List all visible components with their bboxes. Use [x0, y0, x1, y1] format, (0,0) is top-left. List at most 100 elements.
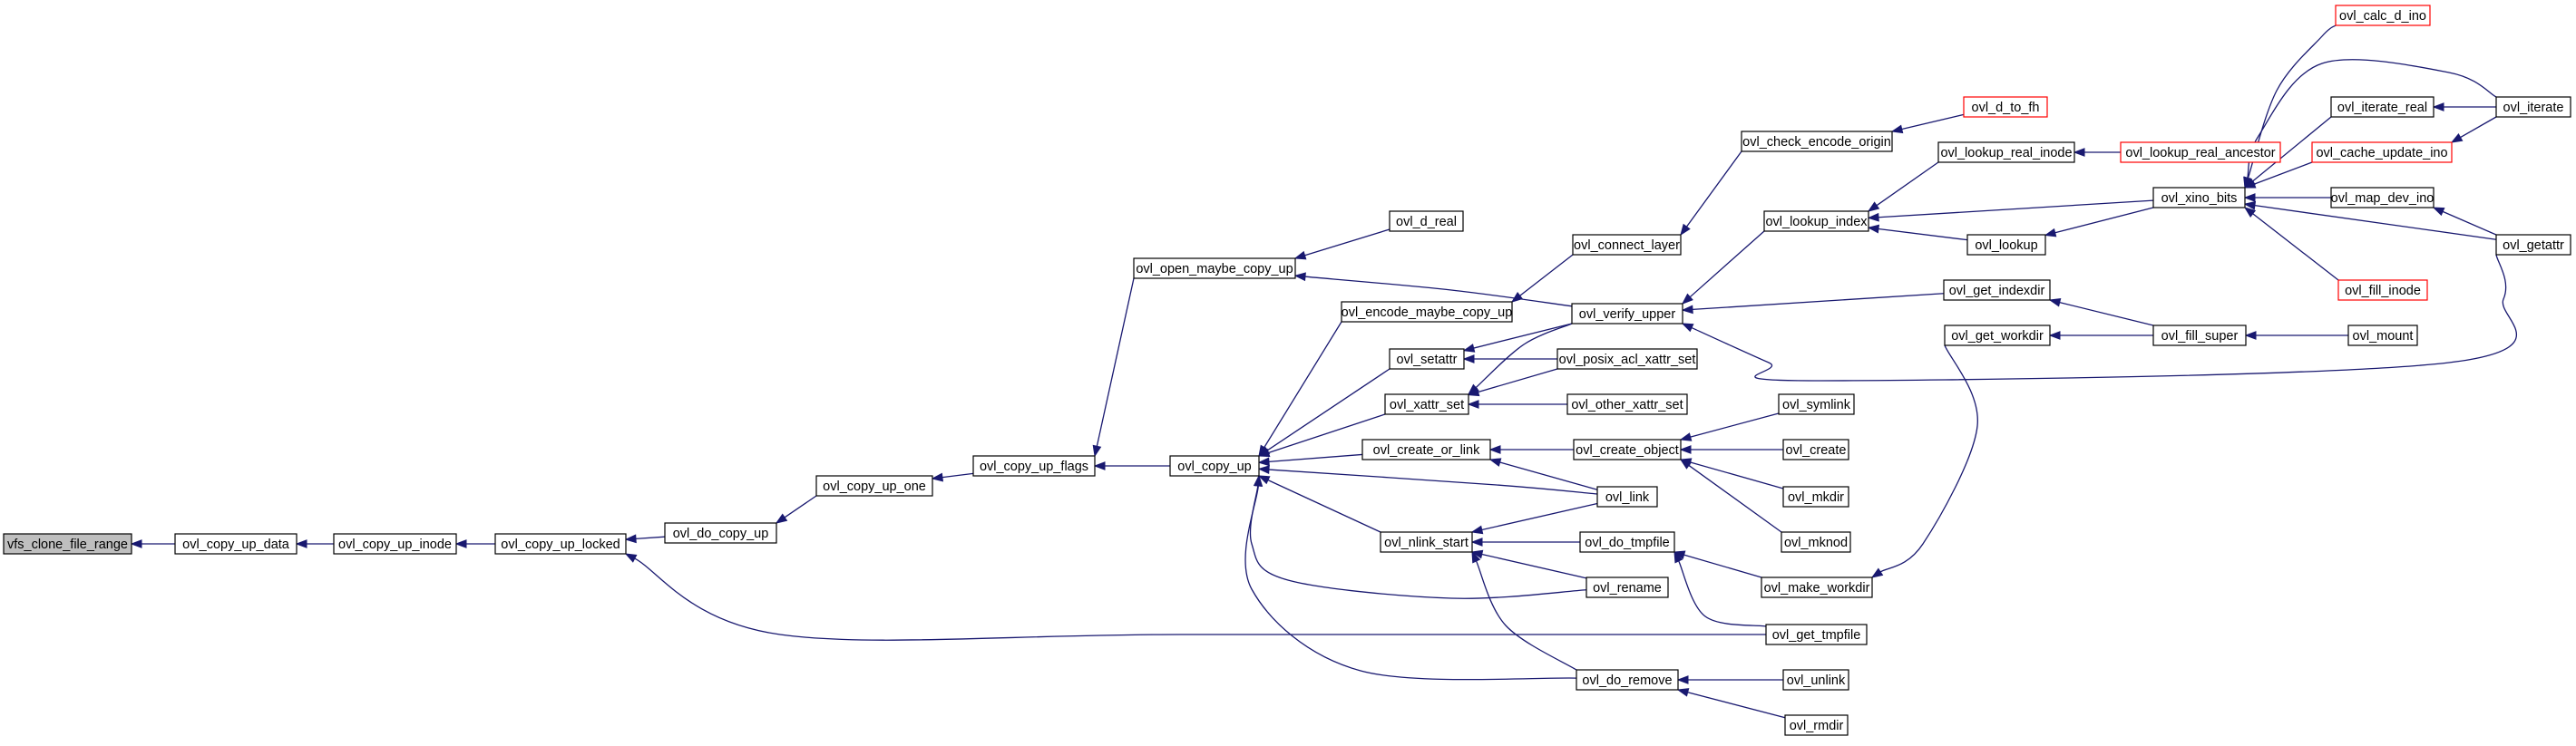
edge-line: [1692, 293, 1945, 311]
graph-node-ovl-iterate-real[interactable]: ovl_iterate_real: [2330, 96, 2435, 118]
graph-node-ovl-do-copy-up[interactable]: ovl_do_copy_up: [664, 522, 777, 544]
node-box: [1572, 234, 1682, 256]
arrowhead-icon: [2244, 331, 2257, 340]
graph-node-ovl-mount[interactable]: ovl_mount: [2347, 325, 2418, 346]
graph-node-ovl-copy-up-inode[interactable]: ovl_copy_up_inode: [333, 533, 457, 555]
call-edge: [1488, 445, 1574, 454]
graph-node-ovl-map-dev-ino[interactable]: ovl_map_dev_ino: [2330, 187, 2435, 208]
edge-line: [1878, 228, 1968, 241]
graph-node-ovl-copy-up-one[interactable]: ovl_copy_up_one: [815, 475, 933, 497]
graph-node-ovl-d-to-fh[interactable]: ovl_d_to_fh: [1963, 96, 2048, 118]
edge-line: [1689, 230, 1765, 298]
graph-node-ovl-fill-inode[interactable]: ovl_fill_inode: [2337, 279, 2428, 301]
graph-node-ovl-open-maybe-copy-up[interactable]: ovl_open_maybe_copy_up: [1133, 257, 1296, 279]
edge-line: [635, 536, 666, 540]
graph-node-ovl-do-remove[interactable]: ovl_do_remove: [1576, 669, 1679, 691]
arrowhead-icon: [454, 539, 467, 548]
graph-node-ovl-symlink[interactable]: ovl_symlink: [1778, 393, 1855, 415]
graph-node-ovl-lookup-index[interactable]: ovl_lookup_index: [1763, 210, 1869, 232]
arrowhead-icon: [2073, 148, 2085, 157]
graph-node-ovl-lookup-real-ancestor[interactable]: ovl_lookup_real_ancestor: [2120, 141, 2281, 163]
graph-node-ovl-lookup-real-inode[interactable]: ovl_lookup_real_inode: [1937, 141, 2075, 163]
arrowhead-icon: [775, 513, 788, 524]
call-edge: [2243, 207, 2339, 281]
node-label: ovl_map_dev_ino: [2331, 191, 2435, 206]
call-edge: [1093, 461, 1170, 470]
edge-line: [1481, 502, 1598, 531]
arrowhead-icon: [1471, 550, 1481, 564]
node-label: ovl_fill_super: [2161, 329, 2239, 344]
graph-node-ovl-get-indexdir[interactable]: ovl_get_indexdir: [1943, 279, 2051, 301]
graph-node-ovl-d-real[interactable]: ovl_d_real: [1389, 210, 1464, 232]
graph-node-ovl-create-or-link[interactable]: ovl_create_or_link: [1361, 439, 1491, 460]
node-box: [1573, 439, 1682, 460]
graph-node-ovl-calc-d-ino[interactable]: ovl_calc_d_ino: [2335, 5, 2431, 26]
edge-line: [1266, 368, 1390, 451]
arrowhead-icon: [1680, 223, 1691, 237]
node-box: [1596, 486, 1658, 508]
edge-line: [2460, 116, 2497, 139]
graph-node-ovl-copy-up[interactable]: ovl_copy_up: [1169, 455, 1260, 477]
graph-node-ovl-copy-up-flags[interactable]: ovl_copy_up_flags: [972, 455, 1096, 477]
node-box: [1761, 576, 1873, 598]
arrowhead-icon: [1676, 675, 1689, 684]
graph-node-vfs-clone-file-range: vfs_clone_file_range: [3, 533, 132, 555]
graph-node-ovl-get-workdir[interactable]: ovl_get_workdir: [1944, 325, 2051, 346]
graph-node-ovl-getattr[interactable]: ovl_getattr: [2495, 234, 2571, 256]
node-label: ovl_cache_update_ino: [2316, 146, 2447, 160]
node-label: ovl_rename: [1593, 581, 1662, 596]
call-edge: [295, 539, 334, 548]
node-box: [3, 533, 132, 555]
graph-node-ovl-create-object[interactable]: ovl_create_object: [1573, 439, 1682, 460]
node-label: ovl_check_encode_origin: [1742, 135, 1891, 150]
graph-node-ovl-xattr-set[interactable]: ovl_xattr_set: [1384, 393, 1469, 415]
node-box: [1389, 348, 1465, 370]
graph-node-ovl-copy-up-locked[interactable]: ovl_copy_up_locked: [494, 533, 627, 555]
graph-node-ovl-connect-layer[interactable]: ovl_connect_layer: [1572, 234, 1682, 256]
node-label: ovl_open_maybe_copy_up: [1136, 262, 1293, 276]
arrowhead-icon: [1470, 538, 1483, 547]
node-label: ovl_get_indexdir: [1949, 284, 2045, 298]
node-label: ovl_lookup_real_ancestor: [2125, 146, 2275, 160]
graph-node-ovl-encode-maybe-copy-up[interactable]: ovl_encode_maybe_copy_up: [1341, 301, 1513, 323]
graph-node-ovl-get-tmpfile[interactable]: ovl_get_tmpfile: [1765, 624, 1868, 645]
node-box: [1380, 531, 1473, 553]
node-label: ovl_lookup_real_inode: [1940, 146, 2072, 160]
graph-node-ovl-link[interactable]: ovl_link: [1596, 486, 1658, 508]
node-box: [1784, 714, 1849, 736]
graph-node-ovl-mkdir[interactable]: ovl_mkdir: [1782, 486, 1849, 508]
graph-node-ovl-rmdir[interactable]: ovl_rmdir: [1784, 714, 1849, 736]
graph-node-ovl-copy-up-data[interactable]: ovl_copy_up_data: [174, 533, 298, 555]
graph-node-ovl-verify-upper[interactable]: ovl_verify_upper: [1571, 303, 1683, 325]
graph-node-ovl-xino-bits[interactable]: ovl_xino_bits: [2152, 187, 2246, 208]
arrowhead-icon: [2243, 193, 2256, 202]
node-box: [1765, 624, 1868, 645]
graph-node-ovl-fill-super[interactable]: ovl_fill_super: [2152, 325, 2247, 346]
graph-node-ovl-check-encode-origin[interactable]: ovl_check_encode_origin: [1741, 131, 1893, 152]
arrowhead-icon: [1867, 212, 1879, 222]
graph-node-ovl-iterate[interactable]: ovl_iterate: [2495, 96, 2571, 118]
call-edge: [1257, 413, 1386, 458]
edge-line: [1304, 276, 1573, 307]
graph-node-ovl-unlink[interactable]: ovl_unlink: [1782, 669, 1849, 691]
node-box: [2330, 187, 2435, 208]
graph-node-ovl-create[interactable]: ovl_create: [1782, 439, 1849, 460]
node-box: [1566, 393, 1688, 415]
graph-node-ovl-rename[interactable]: ovl_rename: [1586, 576, 1669, 598]
call-edge: [1462, 354, 1557, 363]
graph-node-ovl-mknod[interactable]: ovl_mknod: [1781, 531, 1851, 553]
node-box: [1169, 455, 1260, 477]
node-label: ovl_create_object: [1576, 443, 1679, 458]
graph-node-ovl-posix-acl-xattr-set[interactable]: ovl_posix_acl_xattr_set: [1556, 348, 1698, 370]
graph-node-ovl-make-workdir[interactable]: ovl_make_workdir: [1761, 576, 1873, 598]
graph-node-ovl-nlink-start[interactable]: ovl_nlink_start: [1380, 531, 1473, 553]
edge-line: [1499, 461, 1598, 490]
node-box: [2330, 96, 2435, 118]
graph-node-ovl-setattr[interactable]: ovl_setattr: [1389, 348, 1465, 370]
graph-node-ovl-lookup[interactable]: ovl_lookup: [1966, 234, 2046, 256]
graph-node-ovl-do-tmpfile[interactable]: ovl_do_tmpfile: [1579, 531, 1675, 553]
edge-line: [2252, 213, 2339, 281]
graph-node-ovl-cache-update-ino[interactable]: ovl_cache_update_ino: [2311, 141, 2453, 163]
graph-node-ovl-other-xattr-set[interactable]: ovl_other_xattr_set: [1566, 393, 1688, 415]
